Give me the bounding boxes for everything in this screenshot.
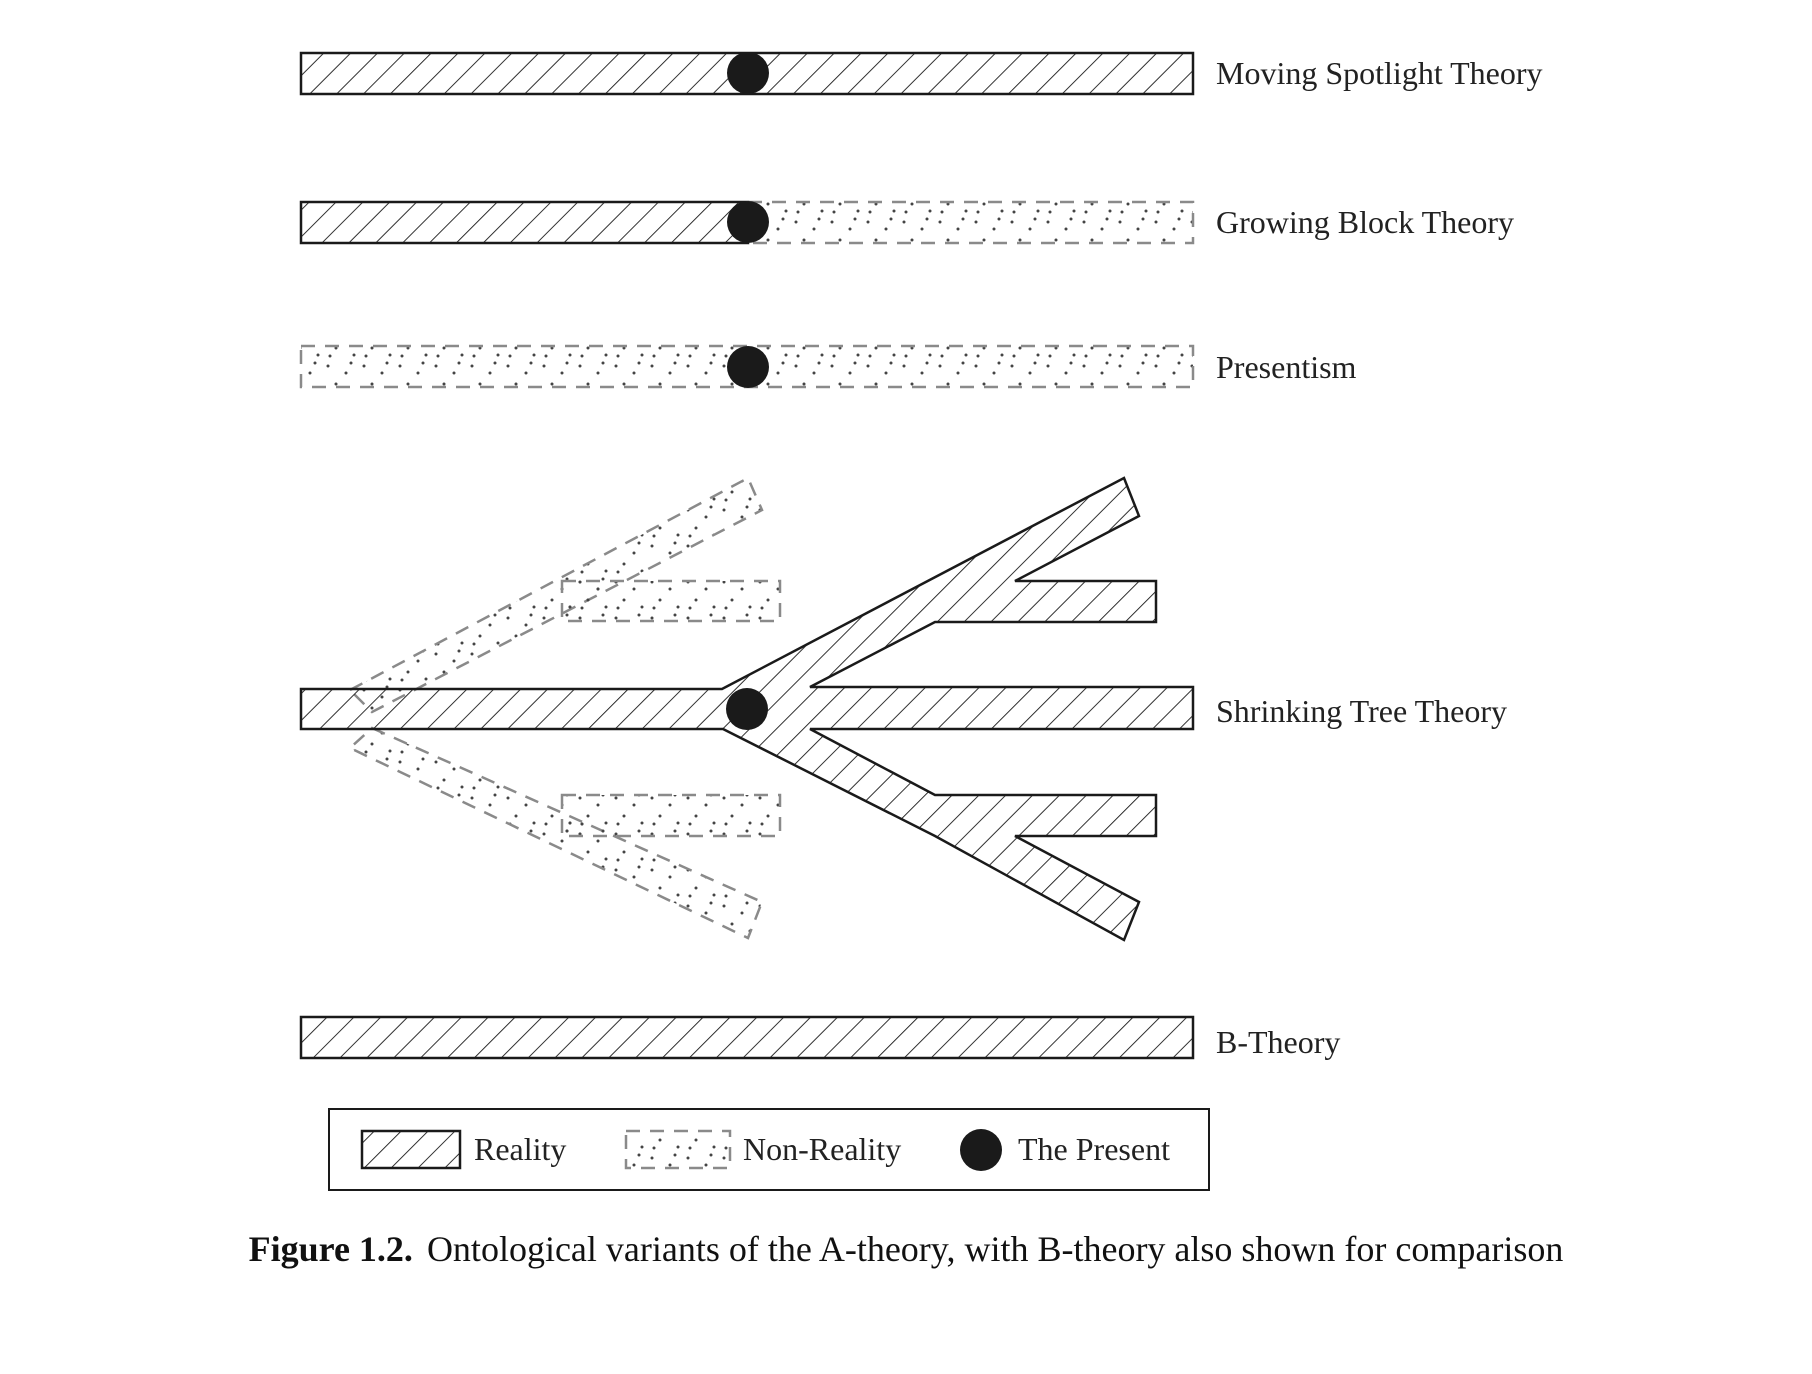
present-marker (726, 688, 768, 730)
b-theory-row: B-Theory (299, 1015, 1340, 1060)
legend-present-swatch (960, 1129, 1002, 1171)
legend-reality-swatch (360, 1129, 462, 1170)
shrinking-tree-row: Shrinking Tree Theory (299, 476, 1507, 942)
non-reality-branch-upper-outer (347, 476, 764, 714)
moving-spotlight-row: Moving Spotlight Theory (299, 51, 1543, 96)
legend-reality-label: Reality (474, 1131, 566, 1167)
legend: Reality Non-Reality The Present (328, 1108, 1210, 1191)
present-marker (727, 346, 769, 388)
present-marker (727, 52, 769, 94)
legend-non-reality-swatch (624, 1129, 732, 1170)
presentism-row: Presentism (299, 344, 1357, 389)
growing-block-label: Growing Block Theory (1216, 204, 1514, 240)
legend-present-label: The Present (1018, 1131, 1170, 1167)
legend-box (328, 1108, 1210, 1191)
non-reality-branch-upper-stub (560, 579, 782, 623)
b-theory-label: B-Theory (1216, 1024, 1340, 1060)
present-marker (727, 201, 769, 243)
reality-bar (299, 200, 750, 245)
moving-spotlight-label: Moving Spotlight Theory (1216, 55, 1543, 91)
shrinking-tree-label: Shrinking Tree Theory (1216, 693, 1507, 729)
figure-caption: Figure 1.2. Ontological variants of the A… (0, 1228, 1812, 1270)
growing-block-row: Growing Block Theory (299, 200, 1514, 245)
caption-text: Ontological variants of the A-theory, wi… (426, 1229, 1564, 1269)
non-reality-bar (746, 200, 1195, 245)
non-reality-branch-lower-stub (560, 793, 782, 838)
caption-label: Figure 1.2. (248, 1229, 413, 1269)
legend-non-reality-label: Non-Reality (743, 1131, 901, 1167)
reality-bar (299, 1015, 1195, 1060)
past-non-reality-branches (347, 476, 782, 940)
presentism-label: Presentism (1216, 349, 1357, 385)
non-reality-branch-lower-outer (347, 726, 764, 940)
